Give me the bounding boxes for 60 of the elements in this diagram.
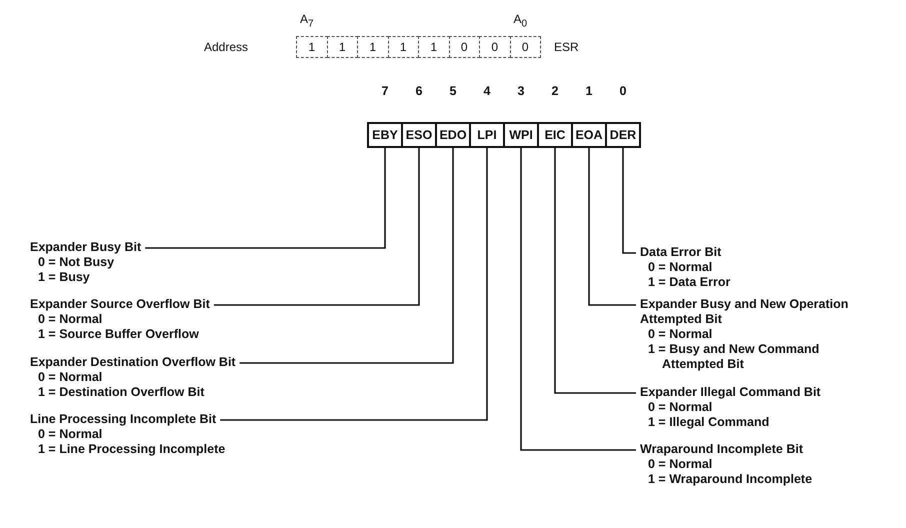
bit-value-meaning: 0 = Normal: [647, 457, 714, 472]
bit-number: 2: [552, 84, 558, 98]
address-bit: 1: [357, 36, 388, 58]
bit-name: Wraparound Incomplete Bit: [640, 442, 804, 457]
register-bit-field: EBY: [367, 122, 403, 148]
address-bit: 1: [388, 36, 419, 58]
leader-line: [214, 148, 420, 306]
bit-name: Expander Illegal Command Bit: [640, 385, 821, 400]
address-bit: 0: [510, 36, 541, 58]
bit-name: Expander Busy and New Operation Attempted Bit: [640, 297, 850, 327]
leader-line: [554, 148, 636, 394]
leader-line: [145, 148, 386, 249]
leader-line: [220, 148, 488, 421]
address-bit: 1: [418, 36, 450, 58]
register-bit-field: ESO: [401, 122, 437, 148]
address-bit: 1: [296, 36, 328, 58]
register-bit-field: DER: [605, 122, 641, 148]
leader-line: [622, 148, 636, 254]
bit-value-meaning: 1 = Data Error: [647, 275, 730, 290]
bit-value-meaning: 0 = Normal: [37, 370, 104, 385]
bit-name: Data Error Bit: [640, 245, 722, 260]
bit-value-meaning: 1 = Line Processing Incomplete: [37, 442, 226, 457]
bit-name: Line Processing Incomplete Bit: [30, 412, 218, 427]
address-bit: 0: [479, 36, 510, 58]
leader-line: [588, 148, 636, 306]
register-bit-field: EOA: [571, 122, 607, 148]
bit-value-meaning: 0 = Normal: [37, 312, 104, 327]
bit-value-meaning: 0 = Normal: [647, 327, 714, 342]
bit-name: Expander Destination Overflow Bit: [30, 355, 236, 370]
bit-number: 3: [518, 84, 524, 98]
bit-number: 4: [484, 84, 490, 98]
bit-value-meaning: 0 = Not Busy: [37, 255, 116, 270]
bit-value-meaning: 1 = Source Buffer Overflow: [37, 327, 200, 342]
bit-number: 5: [450, 84, 456, 98]
address-bit: 1: [326, 36, 358, 58]
bit-number: 7: [382, 84, 388, 98]
bit-value-meaning: 1 = Illegal Command: [647, 415, 770, 430]
register-bit-field: WPI: [503, 122, 539, 148]
leader-line: [520, 148, 636, 451]
register-name: ESR: [554, 40, 579, 54]
bit-value-meaning: 1 = Destination Overflow Bit: [37, 385, 206, 400]
bit-value-meaning: 1 = Busy and New Command Attempted Bit: [647, 342, 820, 372]
address-bit: 0: [448, 36, 480, 58]
bit-value-meaning: 1 = Busy: [37, 270, 91, 285]
bit-value-meaning: 0 = Normal: [647, 260, 714, 275]
address-label: Address: [204, 40, 248, 54]
bit-value-meaning: 1 = Wraparound Incomplete: [647, 472, 812, 487]
bit-number: 1: [586, 84, 592, 98]
bit-value-meaning: 0 = Normal: [647, 400, 714, 415]
bit-name: Expander Source Overflow Bit: [30, 297, 210, 312]
address-bit-label: A$_{7}$: [300, 12, 314, 30]
register-bit-field: LPI: [469, 122, 505, 148]
bit-number: 6: [416, 84, 422, 98]
bit-value-meaning: 0 = Normal: [37, 427, 104, 442]
register-bit-field: EDO: [435, 122, 471, 148]
bit-name: Expander Busy Bit: [30, 240, 142, 255]
register-bit-field: EIC: [537, 122, 573, 148]
bit-number: 0: [620, 84, 626, 98]
leader-line: [240, 148, 454, 364]
address-bit-label: A$_{0}$: [514, 12, 528, 30]
